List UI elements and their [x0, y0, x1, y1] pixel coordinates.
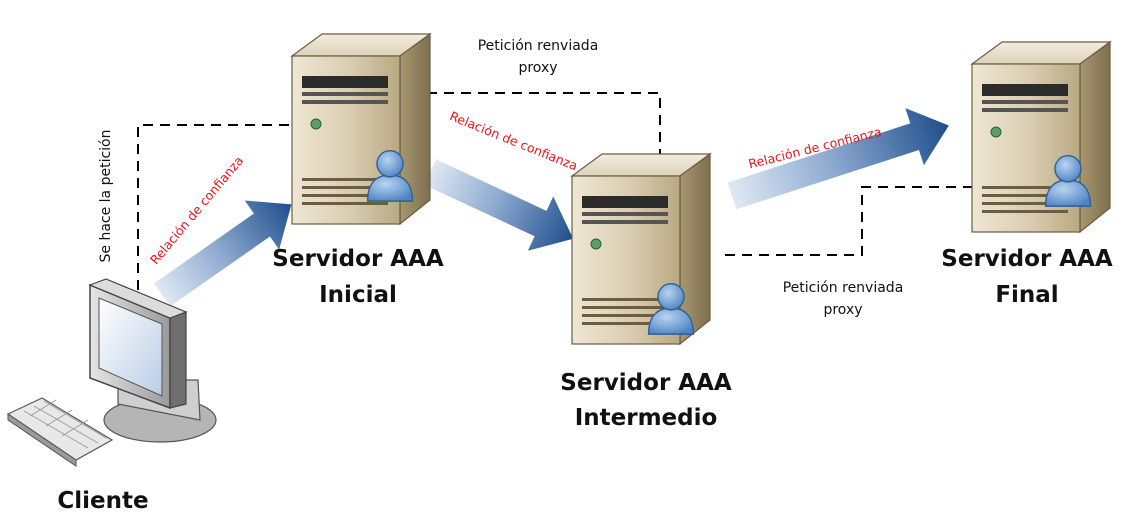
proxy-bottom-label-line2: proxy: [823, 302, 862, 318]
trust-arrow-client-initial: [153, 200, 292, 307]
trust-arrow-initial-intermediate: [424, 159, 574, 251]
server-final-label-line1: Servidor AAA: [941, 246, 1113, 272]
trust-arrow-intermediate-final: [727, 108, 949, 210]
server-intermediate-icon: [571, 153, 711, 345]
proxy-bottom-label-line1: Petición renviada: [783, 280, 904, 296]
proxy-top-label-line1: Petición renviada: [478, 38, 599, 54]
server-initial-label-line2: Inicial: [319, 282, 397, 308]
server-final-label-line2: Final: [995, 282, 1058, 308]
proxy-top-label-line2: proxy: [518, 60, 557, 76]
server-intermediate-label-line2: Intermedio: [575, 405, 718, 431]
server-initial-label-line1: Servidor AAA: [272, 246, 444, 272]
server-intermediate-label-line1: Servidor AAA: [560, 370, 732, 396]
client-request-line: [137, 124, 292, 290]
client-request-label: Se hace la petición: [98, 130, 114, 263]
client-computer-icon: [6, 278, 217, 467]
trust-label-initial-intermediate: Relación de confianza: [448, 108, 580, 173]
client-label: Cliente: [57, 488, 148, 514]
proxy-line-bottom: [725, 186, 985, 256]
